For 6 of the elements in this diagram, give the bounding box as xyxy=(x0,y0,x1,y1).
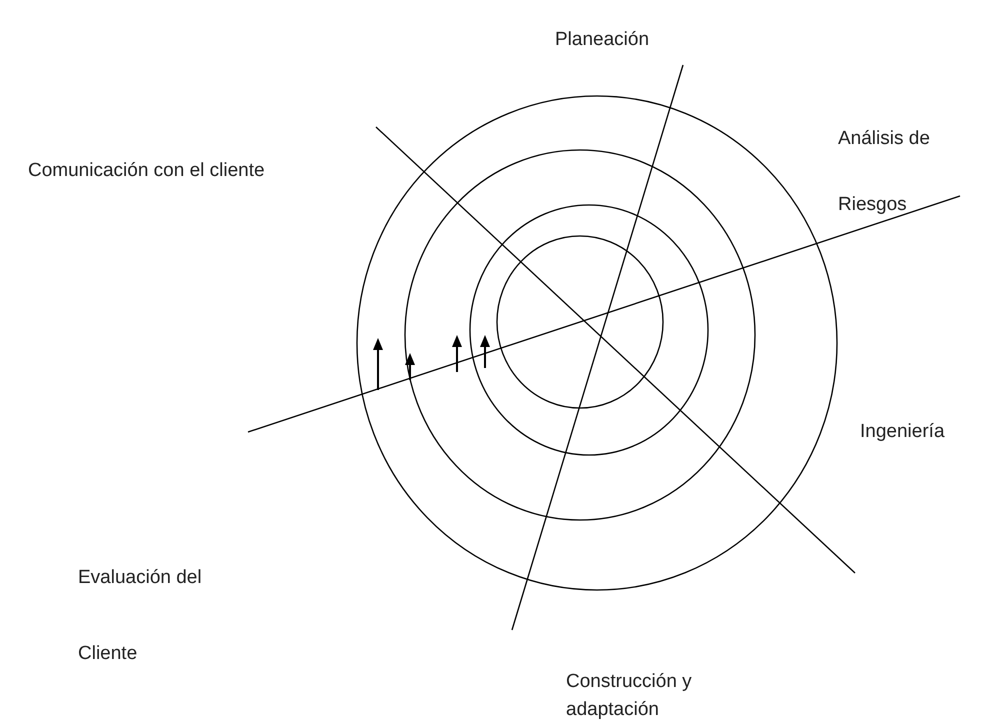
phase-label: Análisis de Riesgos xyxy=(838,127,931,217)
phase-label: Planeación xyxy=(555,28,650,52)
phase-label: Ingeniería xyxy=(860,420,946,444)
phase-label: Comunicación con el cliente xyxy=(28,159,266,183)
phase-label: Evaluación del Cliente xyxy=(78,566,203,666)
phase-label: Construcción y adaptación xyxy=(566,670,693,722)
